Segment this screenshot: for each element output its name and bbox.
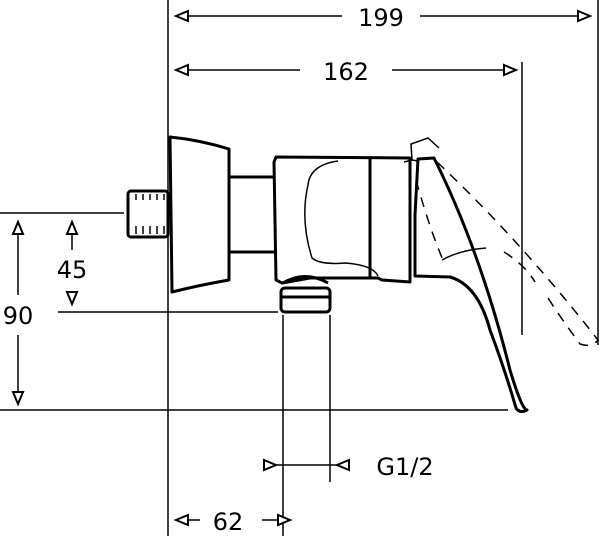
lever-alt-position [436,161,599,347]
dimension-162: 162 [173,58,519,86]
dim-label-g12: G1/2 [376,453,433,481]
dim-label-162: 162 [323,58,369,86]
arrow-right-icon [577,9,593,23]
arrow-left-icon [334,458,350,472]
inlet-nipple [126,189,170,239]
arrow-left-icon [173,63,189,77]
dimension-45: 45 [57,219,88,307]
arrow-left-icon [173,9,189,23]
dim-label-62: 62 [213,508,244,536]
arrow-up-icon [11,219,25,235]
arrow-down-icon [65,291,79,307]
body [272,155,412,285]
escutcheon [168,135,231,294]
arrow-up-icon [65,219,79,235]
thread-marks [135,194,165,234]
dimension-62: 62 [173,508,293,536]
dimension-90: 90 [3,219,34,407]
arrow-right-icon [277,513,293,527]
arrow-right-icon [263,458,279,472]
dim-label-90: 90 [3,302,34,330]
body-contour [304,160,379,277]
lever [413,156,529,414]
outlet-nut [279,286,332,314]
arrow-down-icon [11,391,25,407]
arrow-left-icon [173,513,189,527]
mixer-outline [126,135,599,414]
dimension-g12: G1/2 [263,453,434,481]
arrow-right-icon [503,63,519,77]
dimension-199: 199 [173,4,593,32]
dim-label-45: 45 [57,256,88,284]
dim-label-199: 199 [358,4,404,32]
